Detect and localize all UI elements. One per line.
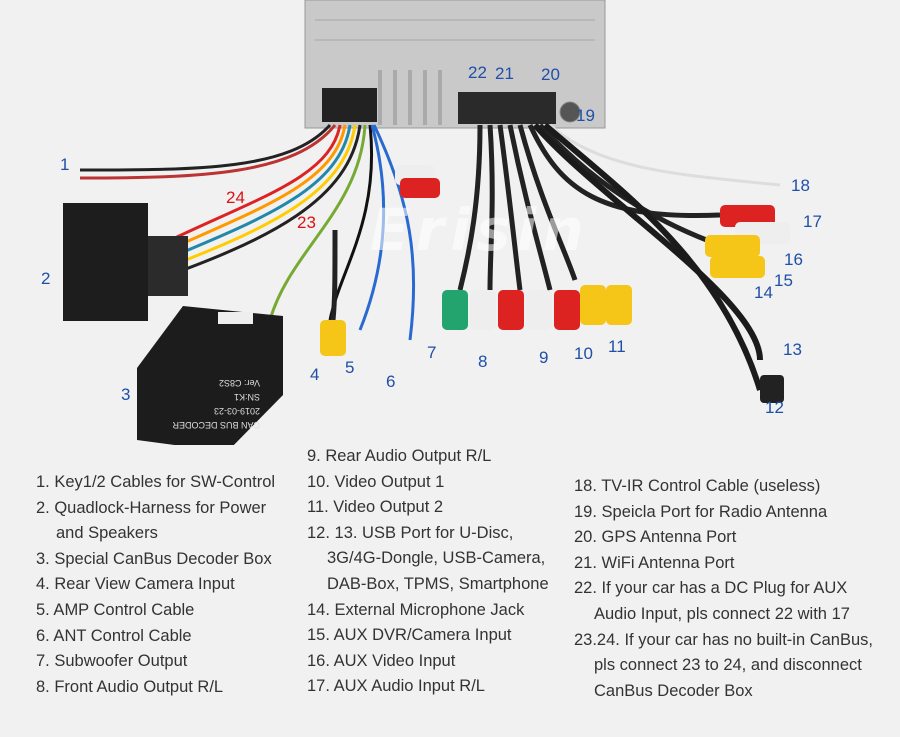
- callouts: 1 2 3 4 5 6 7 8 9 10 11 12 13 14 15 16 1…: [41, 63, 822, 417]
- legend-item: 8. Front Audio Output R/L: [36, 677, 224, 696]
- callout-5: 5: [345, 358, 354, 377]
- legend-item-continuation: and Speakers: [56, 524, 158, 543]
- callout-19: 19: [576, 106, 595, 125]
- callout-20: 20: [541, 65, 560, 84]
- callout-22: 22: [468, 63, 487, 82]
- legend-column-1: 1. Key1/2 Cables for SW-Control 2. Quadlo…: [36, 470, 275, 700]
- legend-item: 14. External Microphone Jack: [307, 600, 525, 619]
- legend-item: 17. AUX Audio Input R/L: [307, 677, 485, 696]
- legend-item: 19. Speicla Port for Radio Antenna: [574, 502, 828, 521]
- wiring-diagram: CAN BUS DECODER 2019-03-23 SN:K1 Ver: C8…: [41, 0, 822, 445]
- legend-column-2: 9. Rear Audio Output R/L 10. Video Output…: [307, 444, 549, 700]
- callout-9: 9: [539, 348, 548, 367]
- callout-24: 24: [226, 188, 245, 207]
- legend-item: 5. AMP Control Cable: [36, 600, 195, 619]
- callout-23: 23: [297, 213, 316, 232]
- callout-11: 11: [608, 337, 626, 356]
- legend-item: 2. Quadlock-Harness for Power: [36, 498, 267, 517]
- legend-item: 4. Rear View Camera Input: [36, 575, 235, 594]
- legend-item: 12. 13. USB Port for U-Disc,: [307, 523, 514, 542]
- callout-7: 7: [427, 343, 436, 362]
- callout-10: 10: [574, 344, 593, 363]
- legend-item-continuation: Audio Input, pls connect 22 with 17: [594, 604, 850, 623]
- callout-2: 2: [41, 269, 50, 288]
- legend-item: 15. AUX DVR/Camera Input: [307, 626, 512, 645]
- legend-item: 10. Video Output 1: [307, 472, 445, 491]
- legend-item: 11. Video Output 2: [307, 498, 444, 517]
- callout-17: 17: [803, 212, 822, 231]
- head-unit: [304, 0, 606, 129]
- rca-cables: [330, 122, 781, 391]
- legend-item: 6. ANT Control Cable: [36, 626, 192, 645]
- callout-15: 15: [774, 271, 793, 290]
- rca-plugs: [320, 165, 790, 403]
- legend-column-3: 18. TV-IR Control Cable (useless) 19. Spe…: [574, 474, 873, 704]
- callout-21: 21: [495, 64, 514, 83]
- callout-8: 8: [478, 352, 487, 371]
- callout-14: 14: [754, 283, 773, 302]
- watermark: Erisin: [370, 196, 590, 264]
- legend-item: 16. AUX Video Input: [307, 651, 456, 670]
- callout-1: 1: [60, 155, 69, 174]
- decoder-label-ver: Ver: C8S2: [219, 378, 260, 388]
- legend-item: 22. If your car has a DC Plug for AUX: [574, 579, 848, 598]
- decoder-label-title: CAN BUS DECODER: [172, 420, 260, 430]
- decoder-label-date: 2019-03-23: [214, 406, 260, 416]
- callout-4: 4: [310, 365, 319, 384]
- canbus-decoder-box: CAN BUS DECODER 2019-03-23 SN:K1 Ver: C8…: [137, 306, 283, 445]
- legend-item: 21. WiFi Antenna Port: [574, 553, 735, 572]
- callout-16: 16: [784, 250, 803, 269]
- legend-item: 1. Key1/2 Cables for SW-Control: [36, 473, 276, 491]
- legend-item-continuation: pls connect 23 to 24, and disconnect: [594, 656, 862, 675]
- legend-item-continuation: DAB-Box, TPMS, Smartphone: [327, 574, 549, 593]
- quadlock-connector: [63, 203, 188, 321]
- callout-13: 13: [783, 340, 802, 359]
- legend-item: 7. Subwoofer Output: [36, 652, 188, 671]
- callout-12: 12: [765, 398, 784, 417]
- legend-item-continuation: CanBus Decoder Box: [594, 681, 753, 700]
- legend-item-continuation: 3G/4G-Dongle, USB-Camera,: [327, 549, 546, 568]
- decoder-label-sn: SN:K1: [234, 392, 260, 402]
- legend-item: 18. TV-IR Control Cable (useless): [574, 477, 821, 495]
- legend-item: 23.24. If your car has no built-in CanBu…: [574, 630, 873, 649]
- callout-6: 6: [386, 372, 395, 391]
- legend-item: 9. Rear Audio Output R/L: [307, 447, 492, 465]
- legend-item: 3. Special CanBus Decoder Box: [36, 549, 272, 568]
- legend-item: 20. GPS Antenna Port: [574, 528, 737, 547]
- callout-18: 18: [791, 176, 810, 195]
- callout-3: 3: [121, 385, 130, 404]
